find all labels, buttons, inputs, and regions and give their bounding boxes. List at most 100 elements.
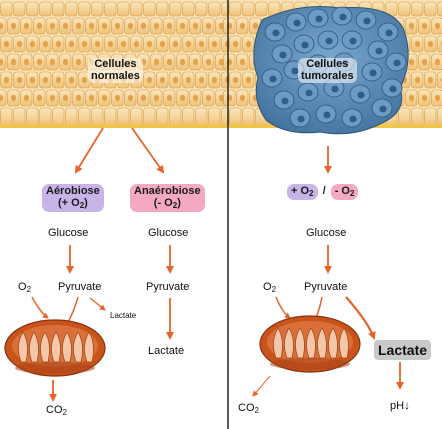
arrow-o2-into-mito-left — [31, 296, 49, 319]
tissue-cell — [398, 1, 411, 17]
arrow-o2-into-mito-right — [275, 296, 291, 319]
tumor-nucleus — [379, 105, 387, 113]
cell-nucleus — [192, 58, 199, 66]
anaerobic-title: Anaérobiose — [134, 185, 201, 197]
cell-nucleus — [140, 22, 147, 30]
tissue-cell — [104, 107, 117, 127]
cell-nucleus — [198, 76, 205, 84]
tumor-nucleus — [279, 51, 287, 59]
mito-crista — [18, 331, 28, 363]
cell-nucleus — [408, 22, 415, 30]
mitochondrion-left — [4, 319, 106, 377]
co2-right: CO2 — [238, 403, 259, 415]
tissue-cell — [229, 1, 242, 17]
cell-nucleus — [94, 40, 101, 48]
cell-nucleus — [127, 94, 134, 102]
tissue-cell — [424, 107, 437, 127]
cell-nucleus — [198, 40, 205, 48]
tissue-cell — [169, 107, 182, 127]
cell-nucleus — [146, 40, 153, 48]
cell-nucleus — [414, 76, 421, 84]
tissue-cell — [130, 1, 143, 17]
tumor-condition: + O2 / - O2 — [287, 184, 359, 201]
mito-crista — [295, 327, 305, 359]
cell-nucleus — [120, 40, 127, 48]
tumor-nucleus — [331, 85, 339, 93]
tissue-cell — [182, 107, 195, 127]
o2-left: O2 — [18, 282, 31, 294]
cell-nucleus — [10, 94, 17, 102]
label-normal-cells-line1: Cellules — [94, 58, 137, 70]
cell-nucleus — [408, 58, 415, 66]
lactate-anaerobic: Lactate — [148, 345, 185, 357]
tumor-nucleus — [339, 13, 347, 21]
cell-nucleus — [434, 58, 441, 66]
tissue-cell — [26, 107, 39, 127]
tumor-nucleus — [375, 47, 383, 55]
mito-crista — [62, 331, 72, 363]
pyruvate-tumor: Pyruvate — [304, 281, 348, 293]
mito-crista — [317, 327, 327, 359]
cell-nucleus — [49, 58, 56, 66]
cell-nucleus — [421, 22, 428, 30]
tissue-cell — [65, 107, 78, 127]
cell-nucleus — [16, 76, 23, 84]
mito-crista — [84, 331, 94, 363]
tumor-nucleus — [325, 37, 333, 45]
co2-right-main: CO — [238, 402, 255, 414]
anaerobic-cond-sub: 2 — [172, 200, 178, 210]
tissue-cell — [0, 1, 13, 17]
arrow-pyruvate-lactate-small — [89, 297, 106, 311]
cell-nucleus — [205, 22, 212, 30]
tumor-nucleus — [269, 75, 277, 83]
glucose-aerobic: Glucose — [48, 227, 89, 239]
o2-right-main: O — [263, 281, 272, 293]
cell-nucleus — [36, 94, 43, 102]
cell-nucleus — [127, 22, 134, 30]
tissue-cell — [78, 1, 91, 17]
tumor-nucleus — [389, 85, 397, 93]
cell-nucleus — [245, 40, 252, 48]
cell-nucleus — [239, 22, 246, 30]
cell-nucleus — [166, 94, 173, 102]
cell-nucleus — [218, 94, 225, 102]
tissue-cell — [437, 71, 442, 89]
cell-nucleus — [88, 22, 95, 30]
aerobic-title: Aérobiose — [46, 185, 100, 197]
mito-shadow — [270, 358, 350, 370]
cell-nucleus — [159, 40, 166, 48]
cell-nucleus — [23, 94, 30, 102]
cell-nucleus — [192, 22, 199, 30]
basement-membrane — [0, 124, 227, 128]
tumor-nucleus — [291, 67, 299, 75]
lactate-small-left: Lactate — [110, 311, 137, 320]
label-tumor-cells-line1: Cellules — [306, 58, 349, 70]
cell-nucleus — [421, 58, 428, 66]
cell-nucleus — [68, 40, 75, 48]
cell-nucleus — [153, 58, 160, 66]
tumor-nucleus — [323, 111, 331, 119]
cell-nucleus — [101, 94, 108, 102]
cell-nucleus — [114, 94, 121, 102]
tissue-cell — [130, 107, 143, 127]
lactate-tumor: Lactate — [374, 340, 432, 360]
cell-nucleus — [81, 40, 88, 48]
cell-nucleus — [81, 76, 88, 84]
cell-nucleus — [62, 58, 69, 66]
o2-left-sub: 2 — [26, 285, 32, 294]
cell-nucleus — [434, 94, 441, 102]
tissue-cell — [143, 1, 156, 17]
cell-nucleus — [0, 58, 4, 66]
cell-nucleus — [107, 40, 114, 48]
aerobic-condition: (+ O2) — [46, 197, 100, 210]
mito-crista — [284, 327, 294, 359]
co2-left: CO2 — [46, 405, 67, 417]
tissue-cell — [398, 107, 411, 127]
cell-nucleus — [0, 22, 4, 30]
tissue-cell — [78, 107, 91, 127]
cell-nucleus — [414, 40, 421, 48]
cell-nucleus — [10, 22, 17, 30]
condition-minus-main: - O — [334, 185, 350, 197]
cell-nucleus — [133, 40, 140, 48]
